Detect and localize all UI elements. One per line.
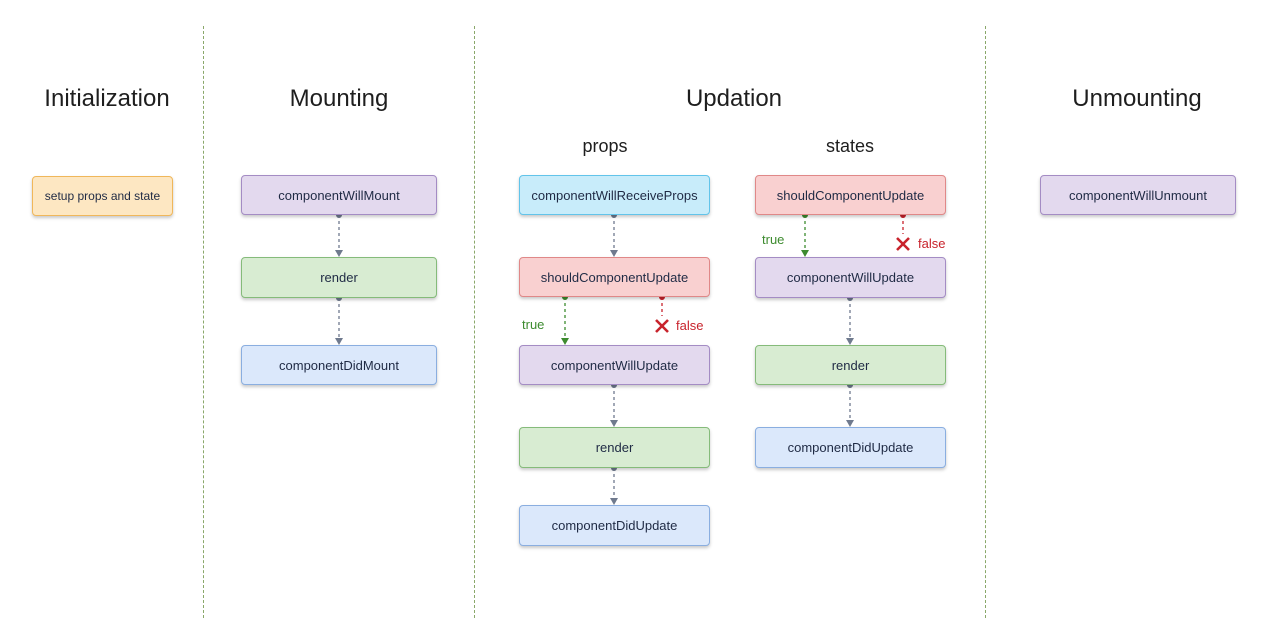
connector-states-false — [900, 212, 906, 234]
column-title-props: props — [582, 136, 628, 156]
node-props-component-will-receive-props: componentWillReceiveProps — [519, 175, 710, 215]
connector-states-2 — [846, 295, 854, 345]
node-mount-component-did-mount: componentDidMount — [241, 345, 437, 385]
branch-label-props-false: false — [676, 318, 704, 333]
divider-mounting-updation — [474, 26, 475, 618]
node-mount-component-will-mount: componentWillMount — [241, 175, 437, 215]
branch-label-states-false: false — [918, 236, 946, 251]
connector-props-true — [561, 294, 569, 345]
node-component-will-unmount: componentWillUnmount — [1040, 175, 1236, 215]
node-states-component-did-update: componentDidUpdate — [755, 427, 946, 468]
false-cross-icon — [896, 237, 910, 251]
node-mount-render: render — [241, 257, 437, 298]
connector-states-true — [801, 212, 809, 257]
phase-title-mounting: Mounting — [289, 85, 389, 112]
phase-title-unmounting: Unmounting — [1072, 85, 1202, 112]
node-states-should-component-update: shouldComponentUpdate — [755, 175, 946, 215]
phase-title-updation: Updation — [685, 85, 783, 112]
node-props-render: render — [519, 427, 710, 468]
column-title-states: states — [825, 136, 875, 156]
node-setup-props-and-state: setup props and state — [32, 176, 173, 216]
divider-initialization-mounting — [203, 26, 204, 618]
branch-label-states-true: true — [762, 232, 785, 247]
node-states-component-will-update: componentWillUpdate — [755, 257, 946, 298]
node-props-component-will-update: componentWillUpdate — [519, 345, 710, 385]
node-states-render: render — [755, 345, 946, 385]
divider-updation-unmounting — [985, 26, 986, 618]
branch-label-props-true: true — [522, 317, 545, 332]
false-cross-icon — [655, 319, 669, 333]
connector-states-3 — [846, 382, 854, 427]
phase-title-initialization: Initialization — [44, 85, 170, 112]
connector-props-false — [659, 294, 665, 316]
node-props-component-did-update: componentDidUpdate — [519, 505, 710, 546]
connector-mount-2 — [335, 295, 343, 345]
node-props-should-component-update: shouldComponentUpdate — [519, 257, 710, 297]
connector-props-2 — [610, 382, 618, 427]
connector-props-3 — [610, 465, 618, 505]
connector-props-1 — [610, 212, 618, 257]
connector-mount-1 — [335, 212, 343, 257]
